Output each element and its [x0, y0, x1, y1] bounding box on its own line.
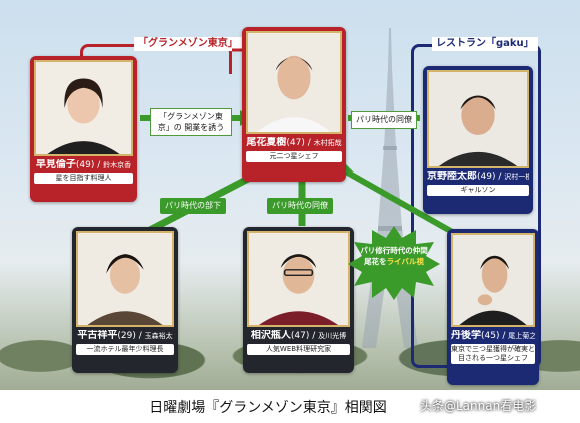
relation-gaku-natsuki: パリ修行時代の仲間 尾花をライバル視 — [360, 246, 428, 266]
name-shohei: 平古祥平(29) / 玉森裕太 — [77, 330, 173, 341]
grand-maison-label: 「グランメゾン東京」 — [134, 37, 242, 51]
role-natsuki: 元二つ星シェフ — [246, 151, 342, 162]
card-hayato[interactable]: 相沢瓶人(47) / 及川光博 人気WEB料理研究家 — [243, 227, 354, 373]
role-gaku: 東京で三つ星獲得が確実と目される一つ星シェフ — [451, 344, 535, 364]
gaku-label: レストラン「gaku」 — [432, 37, 538, 51]
photo-rinko — [34, 60, 133, 156]
role-rikutaro: ギャルソン — [427, 185, 529, 196]
name-gaku: 丹後学(45) / 尾上菊之助 — [451, 330, 535, 341]
role-rinko: 星を目指す料理人 — [34, 173, 133, 184]
relation-natsuki-rikutaro: パリ時代の同僚 — [351, 111, 417, 129]
card-gaku[interactable]: 丹後学(45) / 尾上菊之助 東京で三つ星獲得が確実と目される一つ星シェフ — [447, 229, 539, 385]
role-hayato: 人気WEB料理研究家 — [247, 344, 350, 355]
rival-burst-shape — [348, 226, 440, 300]
name-natsuki: 尾花夏樹(47) / 木村拓哉 — [246, 137, 342, 148]
role-shohei: 一流ホテル最年少料理長 — [76, 344, 174, 355]
chart-caption: 日曜劇場『グランメゾン東京』相関図 — [118, 398, 418, 418]
photo-hayato — [247, 231, 350, 327]
relation-natsuki-hayato: パリ時代の同僚 — [267, 198, 333, 214]
card-rinko[interactable]: 早見倫子(49) / 鈴木京香 星を目指す料理人 — [30, 56, 137, 202]
relation-natsuki-shohei: パリ時代の部下 — [160, 198, 226, 214]
watermark-text: 头条@Lannan看电影 — [420, 399, 537, 413]
photo-gaku — [451, 233, 535, 327]
photo-rikutaro — [427, 70, 529, 168]
relation-rinko-natsuki: 「グランメゾン東京」の 開業を誘う — [150, 108, 232, 136]
photo-natsuki — [246, 31, 342, 134]
card-rikutaro[interactable]: 京野陸太郎(49) / 沢村一樹 ギャルソン — [423, 66, 533, 214]
name-rikutaro: 京野陸太郎(49) / 沢村一樹 — [427, 171, 529, 182]
card-shohei[interactable]: 平古祥平(29) / 玉森裕太 一流ホテル最年少料理長 — [72, 227, 178, 373]
photo-shohei — [76, 231, 174, 327]
name-rinko: 早見倫子(49) / 鈴木京香 — [35, 159, 132, 170]
card-natsuki[interactable]: 尾花夏樹(47) / 木村拓哉 元二つ星シェフ — [242, 27, 346, 182]
name-hayato: 相沢瓶人(47) / 及川光博 — [250, 330, 347, 341]
